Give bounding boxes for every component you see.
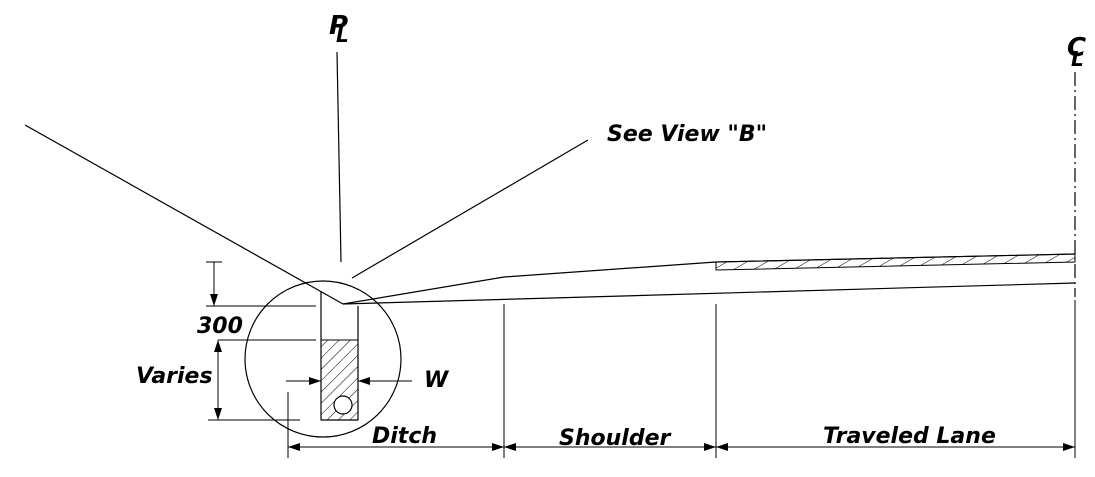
dim-300-arrow: [210, 294, 218, 306]
dim-arrow-ditch-right: [492, 443, 504, 451]
property-line: [336, 51, 342, 263]
centerline-label: C: [1067, 33, 1086, 63]
drain-pipe: [333, 395, 353, 415]
dim-varies-arrow-bottom: [214, 408, 222, 420]
dim-varies-arrow-top: [214, 340, 222, 352]
dim-arrow-ditch-left: [288, 443, 300, 451]
ditch-label: Ditch: [372, 424, 437, 449]
see-view-label: See View "B": [607, 122, 767, 147]
property-line-label-sub: L: [336, 23, 349, 47]
dim-arrow-lane-left: [716, 443, 728, 451]
width-label: W: [424, 368, 450, 393]
see-view-leader: [351, 139, 589, 279]
dim-arrow-lane-right: [1063, 443, 1075, 451]
traveled-lane-label: Traveled Lane: [823, 424, 996, 449]
dim-300-label: 300: [197, 314, 243, 339]
centerline-label-sub: L: [1071, 47, 1084, 71]
pavement-strip: [715, 253, 1076, 271]
dim-arrow-shoulder-right: [704, 443, 716, 451]
dim-arrow-shoulder-left: [504, 443, 516, 451]
backslope-line: [24, 124, 344, 305]
detail-circle: [244, 280, 402, 438]
shoulder-label: Shoulder: [559, 426, 671, 451]
dim-w-right-arrow: [358, 377, 370, 385]
dim-w-left-arrow: [309, 377, 321, 385]
varies-label: Varies: [136, 364, 213, 389]
road-base-line: [342, 282, 1076, 305]
property-line-label: P: [329, 11, 348, 41]
